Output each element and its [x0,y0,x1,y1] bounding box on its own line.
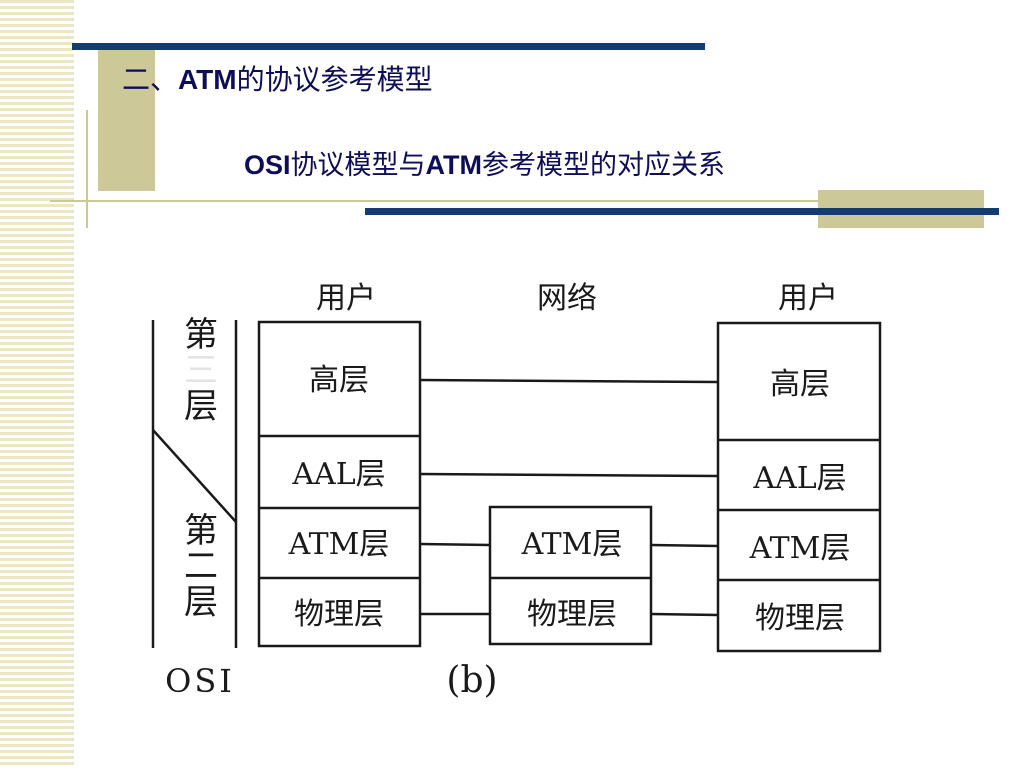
osi-lower-layer-label: 第二层 [184,511,218,622]
left-layer-physical: 物理层 [294,597,384,632]
network-layer-atm: ATM层 [521,527,623,562]
subtitle-bold-atm: ATM [425,150,482,180]
right-layer-aal: AAL层 [752,461,846,496]
decorative-stripe-bar [0,0,74,768]
osi-label: OSI [165,662,235,700]
bottom-rule [365,208,999,215]
subtitle-rest: 参考模型的对应关系 [482,150,725,181]
slide-heading: 二、ATM的协议参考模型 [122,58,433,98]
right-stack-frame [716,321,882,653]
subtitle-bold-osi: OSI [244,150,291,180]
left-layer-aal: AAL层 [291,457,385,492]
heading-prefix: 二、 [122,63,179,96]
label-network: 网络 [537,281,597,316]
right-stack-labels: 高层 AAL层 ATM层 物理层 [749,367,851,636]
right-layer-high: 高层 [770,367,830,402]
left-stack-frame [257,320,422,648]
decorative-thin-vertical-line [86,110,88,228]
network-stack-labels: ATM层 物理层 [521,527,623,632]
osi-diagonal-divider [152,429,237,523]
left-layer-high: 高层 [309,363,369,398]
diagram-caption: (b) [446,660,497,701]
decorative-thin-horizontal-line [50,200,974,202]
link-line-atm-right [650,543,719,548]
peer-line-aal-layer [419,472,719,478]
top-rule [72,43,705,50]
decorative-tan-block [98,50,155,191]
right-layer-atm: ATM层 [749,531,851,566]
heading-rest: 的协议参考模型 [236,63,433,96]
peer-line-high-layer [419,378,719,384]
left-layer-atm: ATM层 [288,527,390,562]
left-stack-labels: 高层 AAL层 ATM层 物理层 [288,363,390,632]
link-line-phy-right [650,612,719,617]
network-stack-frame [488,505,653,646]
heading-bold: ATM [178,64,237,95]
link-line-atm-left [419,542,491,547]
subtitle-mid: 协议模型与 [290,150,426,181]
right-layer-physical: 物理层 [755,601,845,636]
slide-subtitle: OSI协议模型与ATM参考模型的对应关系 [244,143,725,182]
network-layer-physical: 物理层 [527,597,617,632]
osi-upper-layer-label: 第三层 [184,315,218,426]
label-user-right: 用户 [778,281,838,316]
label-user-left: 用户 [316,281,376,316]
